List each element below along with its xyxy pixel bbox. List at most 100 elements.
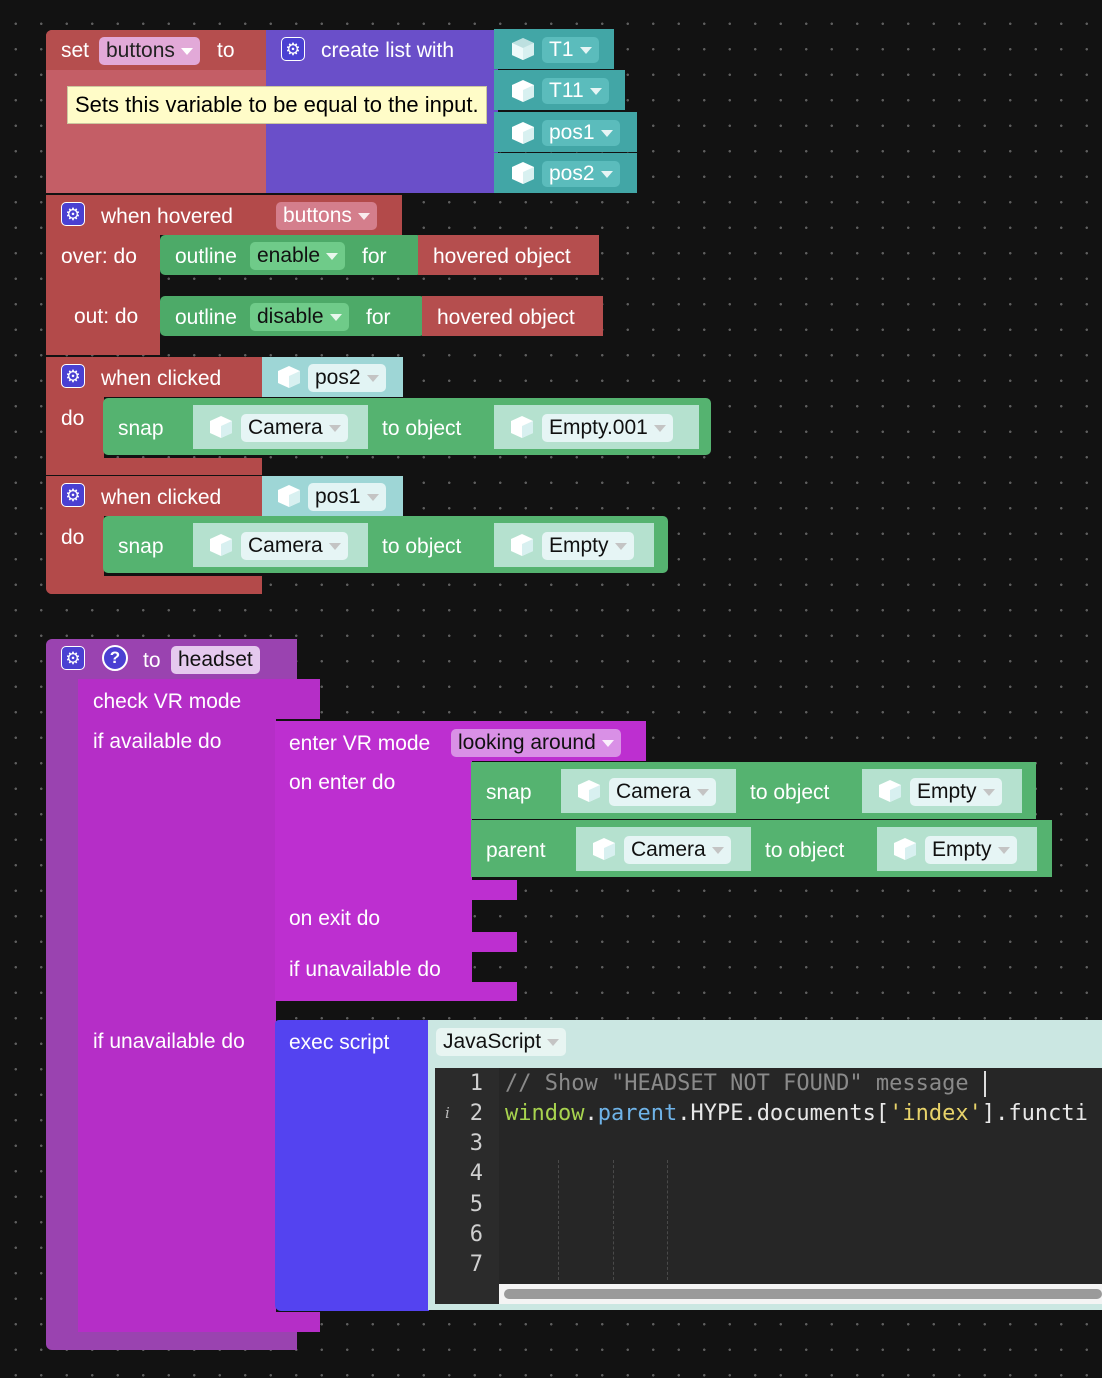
on-exit-label: on exit do (289, 907, 381, 930)
cube-icon (510, 36, 536, 62)
dropdown-caret-icon (982, 788, 995, 796)
hovered-object-label: hovered object (437, 306, 575, 329)
dropdown-caret-icon (326, 252, 339, 260)
cube-icon (510, 78, 536, 104)
cube-icon (509, 414, 535, 440)
dropdown-caret-icon (366, 374, 379, 382)
camera-dropdown[interactable]: Camera (241, 414, 348, 442)
vr-mode-dropdown[interactable]: looking around (451, 729, 621, 757)
for-label: for (366, 306, 391, 329)
to-object-label: to object (382, 535, 462, 558)
dropdown-caret-icon (696, 788, 709, 796)
dropdown-caret-icon (328, 424, 341, 432)
check-vr-mode-block[interactable] (78, 679, 320, 719)
code-line-1: // Show "HEADSET NOT FOUND" message (505, 1071, 969, 1096)
to-object-label: to object (382, 417, 462, 440)
object-dropdown[interactable]: T1 (542, 37, 599, 63)
object-dropdown[interactable]: pos1 (308, 483, 386, 511)
target-object-dropdown[interactable]: Empty (925, 836, 1017, 864)
info-icon: i (445, 1104, 450, 1122)
camera-dropdown[interactable]: Camera (624, 836, 731, 864)
cube-icon (208, 414, 234, 440)
camera-dropdown[interactable]: Camera (241, 532, 348, 560)
dropdown-caret-icon (600, 170, 613, 178)
hovered-object-label: hovered object (433, 245, 571, 268)
object-dropdown[interactable]: pos2 (542, 161, 620, 187)
line-number: 5 (469, 1192, 483, 1217)
variable-dropdown[interactable]: buttons (276, 202, 377, 230)
do-label: do (61, 526, 85, 549)
line-number: 6 (469, 1222, 483, 1247)
if-unavailable-label: if unavailable do (93, 1030, 245, 1053)
cube-icon (276, 364, 302, 390)
camera-dropdown[interactable]: Camera (609, 778, 716, 806)
target-object-dropdown[interactable]: Empty (910, 778, 1002, 806)
outline-mode-dropdown[interactable]: enable (250, 242, 346, 270)
create-list-label: create list with (321, 39, 455, 62)
dropdown-caret-icon (180, 47, 193, 55)
line-number-gutter (435, 1068, 499, 1304)
gear-icon[interactable]: ⚙ (61, 483, 85, 507)
function-name-field[interactable]: headset (171, 646, 260, 674)
tooltip: Sets this variable to be equal to the in… (67, 86, 487, 124)
to-label: to (217, 39, 235, 62)
hovered-object-input[interactable] (418, 235, 599, 275)
scrollbar-thumb[interactable] (504, 1289, 1102, 1299)
when-clicked-label: when clicked (101, 367, 222, 390)
snap-label: snap (486, 781, 532, 804)
variable-dropdown[interactable]: buttons (99, 37, 200, 65)
cube-icon (877, 778, 903, 804)
gear-icon[interactable]: ⚙ (61, 646, 85, 670)
cube-icon (510, 160, 536, 186)
dropdown-caret-icon (328, 542, 341, 550)
object-dropdown[interactable]: T11 (542, 78, 609, 104)
line-number: 4 (469, 1161, 483, 1186)
set-label: set (61, 39, 90, 62)
line-number: 3 (469, 1131, 483, 1156)
code-editor[interactable] (499, 1068, 1102, 1304)
help-icon[interactable]: ? (102, 645, 128, 671)
dropdown-caret-icon (600, 129, 613, 137)
line-number: 2 (469, 1101, 483, 1126)
line-number: 7 (469, 1252, 483, 1277)
to-label: to (143, 649, 161, 672)
when-clicked-label: when clicked (101, 486, 222, 509)
inner-if-unavailable-label: if unavailable do (289, 958, 441, 981)
line-number: 1 (469, 1071, 483, 1096)
if-available-label: if available do (93, 730, 222, 753)
out-do-label: out: do (74, 305, 139, 328)
cube-icon (591, 836, 617, 862)
hovered-object-input[interactable] (422, 296, 603, 336)
exec-script-label: exec script (289, 1031, 390, 1054)
gear-icon[interactable]: ⚙ (281, 37, 305, 61)
object-dropdown[interactable]: pos1 (542, 120, 620, 146)
to-object-label: to object (750, 781, 830, 804)
language-dropdown[interactable]: JavaScript (436, 1028, 567, 1056)
when-hovered-label: when hovered (101, 205, 233, 228)
cube-icon (276, 483, 302, 509)
gear-icon[interactable]: ⚙ (61, 202, 85, 226)
dropdown-caret-icon (366, 493, 379, 501)
target-object-dropdown[interactable]: Empty.001 (542, 414, 673, 442)
parent-label: parent (486, 839, 546, 862)
cube-icon (510, 120, 536, 146)
target-object-dropdown[interactable]: Empty (542, 532, 634, 560)
cube-icon (576, 778, 602, 804)
dropdown-caret-icon (997, 846, 1010, 854)
cube-icon (208, 532, 234, 558)
object-dropdown[interactable]: pos2 (308, 364, 386, 392)
cube-icon (509, 532, 535, 558)
cube-icon (892, 836, 918, 862)
enter-vr-mode-label: enter VR mode (289, 732, 431, 755)
code-line-2: window.parent.HYPE.documents['index'].fu… (505, 1101, 1088, 1126)
dropdown-caret-icon (589, 87, 602, 95)
dropdown-caret-icon (547, 1038, 560, 1046)
outline-mode-dropdown[interactable]: disable (250, 303, 349, 331)
snap-label: snap (118, 417, 164, 440)
dropdown-caret-icon (579, 46, 592, 54)
over-do-label: over: do (61, 245, 137, 268)
outline-label: outline (175, 306, 237, 329)
dropdown-caret-icon (601, 739, 614, 747)
gear-icon[interactable]: ⚙ (61, 364, 85, 388)
exec-script-block[interactable] (275, 1020, 429, 1311)
